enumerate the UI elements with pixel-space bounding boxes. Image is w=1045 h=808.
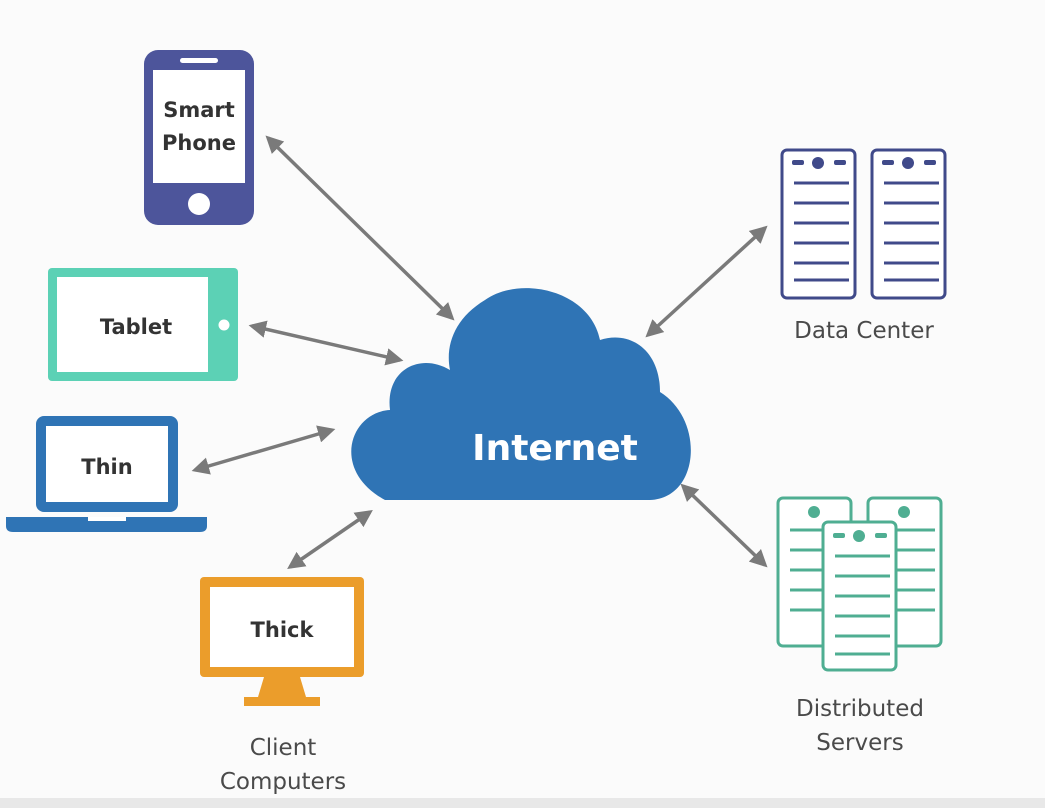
arrow-thin (191, 425, 336, 475)
distributed-servers-label-line2: Servers (816, 730, 903, 756)
smartphone-icon: Smart Phone (144, 50, 254, 225)
distributed-servers-icon (776, 496, 943, 672)
arrow-smartphone (265, 135, 455, 321)
tablet-icon: Tablet (48, 268, 238, 381)
thin-label: Thin (81, 455, 132, 479)
client-computers-label-line1: Client (250, 735, 317, 761)
smartphone-label-line1: Smart (163, 98, 235, 122)
internet-cloud: Internet (351, 288, 691, 500)
monitor-icon: Thick (200, 577, 364, 706)
laptop-icon: Thin (6, 416, 207, 532)
cloud-shape (351, 288, 691, 500)
data-center-label: Data Center (794, 318, 934, 344)
arrow-distributed (680, 483, 768, 568)
arrow-data-center (645, 225, 768, 338)
smartphone-label-line2: Phone (162, 131, 236, 155)
arrow-thick (287, 510, 373, 569)
distributed-servers-label-line1: Distributed (796, 696, 924, 722)
thick-label: Thick (251, 618, 315, 642)
internet-label: Internet (472, 428, 638, 469)
client-computers-label-line2: Computers (220, 769, 346, 795)
tablet-label: Tablet (100, 315, 172, 339)
data-center-icon (780, 148, 947, 300)
connection-arrows (191, 135, 768, 569)
bottom-strip (0, 798, 1045, 808)
arrow-tablet (248, 320, 404, 366)
